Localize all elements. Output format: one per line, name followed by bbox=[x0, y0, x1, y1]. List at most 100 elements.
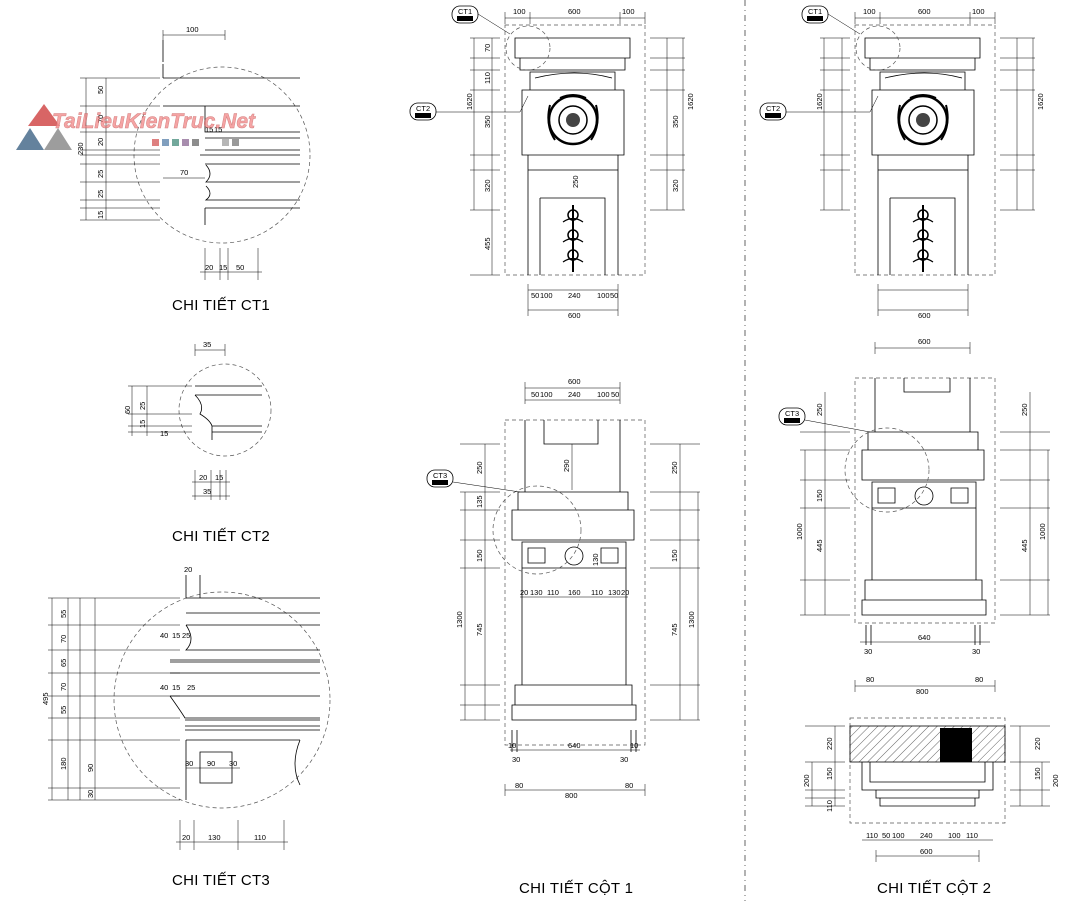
column-2-plan-section: 220 150 200 110 220 150 200 110 50 100 2… bbox=[802, 717, 1060, 862]
plan-dim-label: 150 bbox=[825, 767, 834, 780]
col1b-row-dim: 110 bbox=[591, 588, 603, 597]
plan-dim-label: 150 bbox=[1033, 767, 1042, 780]
vertical-vine-ornament bbox=[912, 205, 934, 272]
plan-bottom-total: 600 bbox=[920, 847, 933, 856]
ct1-inner-dim: 15 bbox=[214, 125, 222, 134]
col1b-bottom-dim: 10 bbox=[508, 741, 516, 750]
col1b-total-dim: 1300 bbox=[455, 611, 464, 628]
col1b-dim-label: 745 bbox=[670, 623, 679, 636]
col2b-bottom2-dim: 80 bbox=[975, 675, 983, 684]
ct1-dim-label: 25 bbox=[96, 190, 105, 198]
callout-ct2-label: CT2 bbox=[416, 104, 430, 113]
col1b-dim-label: 150 bbox=[475, 549, 484, 562]
ct2-dim-label: 15 bbox=[160, 429, 168, 438]
ct3-mid-dim: 40 bbox=[160, 631, 168, 640]
ct2-dim-label: 15 bbox=[138, 420, 147, 428]
col1-bottom-dim: 50 bbox=[610, 291, 618, 300]
col1-bottom-dim: 100 bbox=[540, 291, 553, 300]
ct1-inner-dim: 15 bbox=[205, 125, 213, 134]
ct3-mid-dim: 25 bbox=[187, 683, 195, 692]
ct3-dim-label: 70 bbox=[59, 683, 68, 691]
ct1-bottom-dim: 20 bbox=[205, 263, 213, 272]
ct2-bottom-dim: 15 bbox=[215, 473, 223, 482]
col2b-dim-label: 250 bbox=[815, 403, 824, 416]
col1b-bottom-dim: 30 bbox=[512, 755, 520, 764]
col2b-top-dim: 600 bbox=[918, 337, 931, 346]
col2b-bottom2-dim: 800 bbox=[916, 687, 929, 696]
callout-ct3-label: CT3 bbox=[785, 409, 799, 418]
col1-top-dim: 100 bbox=[622, 7, 635, 16]
col1b-bottom-dim: 30 bbox=[620, 755, 628, 764]
col1b-row-dim: 130 bbox=[608, 588, 621, 597]
ct3-dim-label: 55 bbox=[59, 706, 68, 714]
col1-dim-label: 350 bbox=[483, 115, 492, 128]
col1-dim-label: 320 bbox=[671, 179, 680, 192]
column-2-upper: 100 600 100 1620 1620 600 CT1 CT2 bbox=[759, 5, 1045, 320]
ct3-total-dim: 495 bbox=[41, 692, 50, 705]
ct3-dim-label: 180 bbox=[59, 757, 68, 770]
column-1-upper: 100 600 100 1620 70 110 350 320 455 1620… bbox=[409, 5, 695, 320]
col1b-top-row-dim: 100 bbox=[597, 390, 610, 399]
plan-bottom-dim: 100 bbox=[892, 831, 905, 840]
col1b-row-dim: 160 bbox=[568, 588, 581, 597]
col1b-top-row-dim: 50 bbox=[611, 390, 619, 399]
col1b-dim-label: 135 bbox=[475, 495, 484, 508]
detail-ct3: 495 55 70 65 70 55 180 90 30 20 40 15 25… bbox=[41, 565, 331, 889]
watermark-logo: TaiLieuKienTruc.Net bbox=[16, 104, 256, 150]
callout-ct3-tag-2: CT3 bbox=[778, 407, 871, 433]
ct3-mid-dim: 15 bbox=[172, 631, 180, 640]
col1b-bottom-dim: 10 bbox=[630, 741, 638, 750]
col1-total-dim: 1620 bbox=[465, 93, 474, 110]
ct1-top-dim: 100 bbox=[186, 25, 199, 34]
col1-dim-label: 110 bbox=[483, 72, 492, 84]
ct3-title: CHI TIẾT CT3 bbox=[172, 872, 270, 889]
col1b-top-dim: 600 bbox=[568, 377, 581, 386]
col1b-top-row-dim: 50 bbox=[531, 390, 539, 399]
column-1-title: CHI TIẾT CỘT 1 bbox=[519, 880, 633, 897]
col1-mid-dim: 250 bbox=[571, 175, 580, 188]
plan-bottom-dim: 100 bbox=[948, 831, 961, 840]
col1b-dim-label: 250 bbox=[670, 461, 679, 474]
col2-top-dim: 100 bbox=[972, 7, 985, 16]
col2b-bottom2-dim: 80 bbox=[866, 675, 874, 684]
ct3-dim-label: 70 bbox=[59, 635, 68, 643]
col1b-row-dim: 110 bbox=[547, 588, 559, 597]
col2b-bottom-dim: 640 bbox=[918, 633, 931, 642]
floral-medallion-ornament bbox=[897, 94, 949, 146]
ct3-bottom-dim: 110 bbox=[254, 833, 266, 842]
ct1-dim-label: 20 bbox=[96, 138, 105, 146]
col1b-inner-dim: 290 bbox=[562, 459, 571, 472]
col2b-total-dim: 1000 bbox=[795, 523, 804, 540]
col1-dim-label: 320 bbox=[483, 179, 492, 192]
ct3-dim-label: 65 bbox=[59, 659, 68, 667]
col1b-bottom2-dim: 80 bbox=[625, 781, 633, 790]
col1b-dim-label: 745 bbox=[475, 623, 484, 636]
col1-total-dim-right: 1620 bbox=[686, 93, 695, 110]
col1b-small-dim: 130 bbox=[591, 553, 600, 566]
ct2-bottom-total: 35 bbox=[203, 487, 211, 496]
ct3-inner-dim: 30 bbox=[229, 759, 237, 768]
ct2-top-dim: 35 bbox=[203, 340, 211, 349]
callout-ct3-label: CT3 bbox=[433, 471, 447, 480]
ct1-dim-label: 15 bbox=[96, 211, 105, 219]
col1-dim-label: 350 bbox=[671, 115, 680, 128]
ct1-dim-label: 70 bbox=[96, 115, 105, 123]
col1-top-dim: 600 bbox=[568, 7, 581, 16]
plan-dim-label: 200 bbox=[802, 774, 811, 787]
ct3-bottom-dim: 20 bbox=[182, 833, 190, 842]
col2-total-dim-right: 1620 bbox=[1036, 93, 1045, 110]
plan-bottom-dim: 110 bbox=[966, 831, 978, 840]
col2b-bottom-dim: 30 bbox=[864, 647, 872, 656]
col1b-top-row-dim: 240 bbox=[568, 390, 581, 399]
ct2-title: CHI TIẾT CT2 bbox=[172, 528, 270, 545]
column-2-lower: 600 1000 445 150 250 1000 445 250 640 30… bbox=[778, 337, 1050, 696]
callout-ct2-tag-2: CT2 bbox=[759, 95, 879, 121]
col1b-row-dim: 20 bbox=[621, 588, 629, 597]
ct2-dim-label: 25 bbox=[138, 402, 147, 410]
ct1-bottom-dim: 50 bbox=[236, 263, 244, 272]
ct3-dim-label: 30 bbox=[86, 790, 95, 798]
col2-total-dim: 1620 bbox=[815, 93, 824, 110]
col2b-dim-label: 150 bbox=[815, 489, 824, 502]
col1b-bottom2-dim: 800 bbox=[565, 791, 578, 800]
